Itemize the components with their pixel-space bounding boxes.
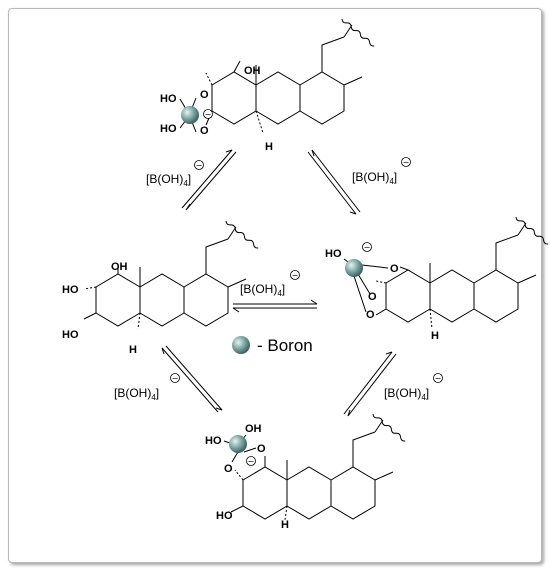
boron-atom-top xyxy=(181,106,199,124)
atom-o-right-2: O xyxy=(368,291,377,303)
charge-sign-reagent-3: − xyxy=(292,271,299,280)
atom-h-top: H xyxy=(265,141,273,153)
charge-icon-bottom xyxy=(246,456,256,466)
atom-h-right: H xyxy=(431,330,439,342)
legend: - Boron xyxy=(232,336,313,355)
atom-o-right-3: O xyxy=(366,309,375,321)
charge-icon-reagent-2 xyxy=(401,157,411,167)
atom-h-left: H xyxy=(129,344,137,356)
charge-sign-top: − xyxy=(205,110,212,119)
atom-ho-bottom-2: HO xyxy=(216,510,233,522)
equilibrium-arrow-top-right xyxy=(307,149,361,215)
equilibrium-arrow-right-bottom xyxy=(343,351,397,417)
atom-ho-bottom: HO xyxy=(205,435,222,447)
charge-sign-right: − xyxy=(364,243,371,252)
charge-sign-reagent-4: − xyxy=(172,374,179,383)
structure-bottom xyxy=(230,412,407,521)
charge-sign-reagent-1: − xyxy=(196,161,203,170)
reagent-label-5: [B(OH)4] xyxy=(384,386,429,402)
equilibrium-arrow-top-left xyxy=(181,149,237,211)
reagent-label-2: [B(OH)4] xyxy=(352,170,397,186)
charge-icon-reagent-1 xyxy=(194,160,204,170)
boron-atom-right xyxy=(345,259,363,277)
atom-oh-bottom: OH xyxy=(245,423,262,435)
atom-ho-left: HO xyxy=(62,284,79,296)
atom-o-bottom-2: O xyxy=(257,443,266,455)
structure-right xyxy=(375,215,550,330)
reagent-label-4: [B(OH)4] xyxy=(114,386,159,402)
structure-left xyxy=(83,219,260,330)
atom-ho-left-2: HO xyxy=(62,329,79,341)
charge-icon-top xyxy=(203,109,213,119)
atom-ho-top-1: HO xyxy=(160,93,177,105)
diagram-frame xyxy=(8,8,542,563)
charge-icon-reagent-4 xyxy=(170,373,180,383)
charge-sign-bottom: − xyxy=(248,457,255,466)
atom-oh-left-1: OH xyxy=(111,261,128,273)
atom-oh-top: OH xyxy=(244,65,261,77)
atom-o-bottom-1: O xyxy=(224,463,233,475)
boron-legend-icon xyxy=(232,336,250,354)
structure-top xyxy=(205,17,376,134)
charge-sign-reagent-2: − xyxy=(403,158,410,167)
legend-label: - Boron xyxy=(257,336,313,355)
atom-o-top-2: O xyxy=(200,125,209,137)
atom-o-right-1: O xyxy=(390,263,399,275)
atom-h-bottom: H xyxy=(281,519,289,531)
charge-icon-right xyxy=(362,242,372,252)
boron-atom-bottom xyxy=(229,435,247,453)
charge-sign-reagent-5: − xyxy=(435,374,442,383)
charge-icon-reagent-3 xyxy=(290,270,300,280)
atom-ho-right: HO xyxy=(325,248,342,260)
reagent-label-3: [B(OH)4] xyxy=(240,282,285,298)
atom-o-top-1: O xyxy=(200,89,209,101)
equilibrium-arrow-horizontal xyxy=(232,299,318,313)
atom-ho-top-2: HO xyxy=(160,123,177,135)
reagent-label-1: [B(OH)4] xyxy=(146,172,191,188)
equilibrium-arrow-left-bottom xyxy=(161,345,223,413)
charge-icon-reagent-5 xyxy=(433,373,443,383)
